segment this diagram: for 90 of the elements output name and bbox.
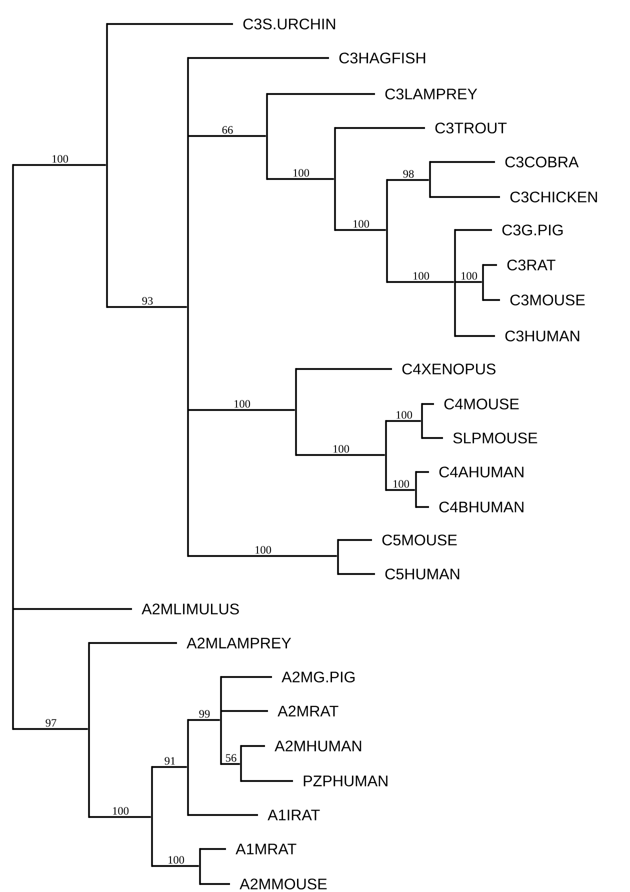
leaf-label: C3S.URCHIN: [243, 18, 336, 30]
leaf-label: C3HAGFISH: [339, 52, 426, 64]
tree-branch-line: [455, 281, 482, 283]
leaf-label: C3RAT: [507, 260, 556, 270]
leaf-label: C3HUMAN: [505, 330, 580, 342]
leaf-label: C3G.PIG: [502, 224, 563, 236]
bootstrap-value: 97: [46, 719, 56, 727]
tree-branch-line: [296, 368, 392, 370]
leaf-label: C3MOUSE: [510, 294, 585, 306]
tree-branch-line: [188, 814, 258, 816]
tree-branch-line: [13, 608, 132, 610]
bootstrap-value: 100: [334, 445, 350, 453]
tree-branch-line: [13, 728, 88, 730]
tree-branch-line: [267, 178, 334, 180]
leaf-label: PZPHUMAN: [304, 776, 388, 786]
tree-branch-line: [89, 816, 151, 818]
leaf-label: C4MOUSE: [444, 398, 519, 410]
leaf-label: A1MRAT: [236, 844, 296, 854]
tree-branch-line: [483, 299, 500, 301]
leaf-label: C3LAMPREY: [385, 88, 478, 100]
tree-branch-line: [221, 710, 268, 712]
bootstrap-value: 100: [354, 220, 370, 228]
tree-branch-line: [335, 127, 425, 129]
leaf-label: C5HUMAN: [385, 568, 460, 580]
leaf-label: C4XENOPUS: [402, 364, 496, 374]
tree-branch-line: [188, 409, 295, 411]
bootstrap-value: 100: [113, 807, 129, 815]
leaf-label: A2MLIMULUS: [142, 604, 239, 614]
bootstrap-value: 100: [256, 546, 272, 554]
leaf-label: C4BHUMAN: [439, 502, 524, 512]
tree-branch-line: [335, 229, 386, 231]
bootstrap-value: 56: [226, 754, 236, 762]
tree-branch-line: [89, 642, 177, 644]
tree-branch-line: [386, 489, 415, 491]
bootstrap-value: 66: [222, 126, 233, 134]
bootstrap-value: 100: [396, 411, 412, 419]
tree-branch-line: [221, 763, 240, 765]
tree-branch-line: [416, 471, 429, 473]
tree-branch-line: [422, 403, 434, 405]
tree-branch-line: [188, 555, 337, 557]
bootstrap-value: 100: [462, 272, 478, 280]
tree-branch-line: [422, 437, 443, 439]
bootstrap-value: 100: [414, 272, 430, 280]
bootstrap-value: 100: [294, 169, 310, 177]
leaf-label: A2MLAMPREY: [186, 638, 292, 648]
leaf-label: C3COBRA: [505, 156, 579, 168]
bootstrap-value: 100: [394, 480, 410, 488]
tree-branch-line: [241, 780, 293, 782]
tree-branch-line: [152, 865, 199, 867]
tree-branch-line: [430, 161, 495, 163]
leaf-label: A2MRAT: [278, 706, 338, 716]
bootstrap-value: 93: [142, 297, 153, 305]
bootstrap-value: 99: [199, 710, 210, 718]
tree-branch-line: [188, 57, 329, 59]
tree-branch-line: [107, 23, 233, 25]
tree-branch-line: [13, 164, 106, 166]
leaf-label: C3TROUT: [435, 122, 507, 134]
tree-branch-line: [387, 281, 454, 283]
tree-branch-line: [188, 719, 220, 721]
tree-branch-line: [152, 766, 187, 768]
tree-branch-line: [387, 179, 429, 181]
leaf-label: A2MG.PIG: [282, 672, 355, 682]
bootstrap-value: 91: [164, 757, 175, 765]
leaf-label: C3CHICKEN: [510, 192, 597, 202]
leaf-label: A2MHUMAN: [274, 740, 362, 752]
tree-branch-line: [241, 745, 265, 747]
bootstrap-value: 100: [168, 856, 184, 864]
leaf-label: C4AHUMAN: [439, 466, 524, 478]
tree-branch-line: [386, 420, 421, 422]
tree-branch-line: [455, 335, 495, 337]
tree-branch-line: [188, 135, 266, 137]
tree-branch-line: [296, 454, 385, 456]
tree-branch-line: [200, 883, 230, 885]
bootstrap-value: 100: [52, 155, 68, 163]
tree-branch-line: [338, 539, 372, 541]
tree-branch-line: [338, 573, 375, 575]
leaf-label: A1IRAT: [268, 810, 320, 820]
tree-branch-line: [430, 196, 500, 198]
leaf-label: A2MMOUSE: [240, 878, 327, 890]
tree-branch-line: [483, 264, 497, 266]
leaf-label: C5MOUSE: [382, 534, 457, 546]
tree-branch-line: [107, 306, 187, 308]
bootstrap-value: 98: [403, 170, 414, 178]
bootstrap-value: 100: [234, 400, 250, 408]
tree-branch-line: [221, 676, 272, 678]
tree-branch-line: [416, 506, 429, 508]
tree-branch-line: [200, 848, 226, 850]
tree-branch-line: [455, 229, 492, 231]
tree-branch-line: [267, 93, 375, 95]
leaf-label: SLPMOUSE: [453, 432, 538, 444]
